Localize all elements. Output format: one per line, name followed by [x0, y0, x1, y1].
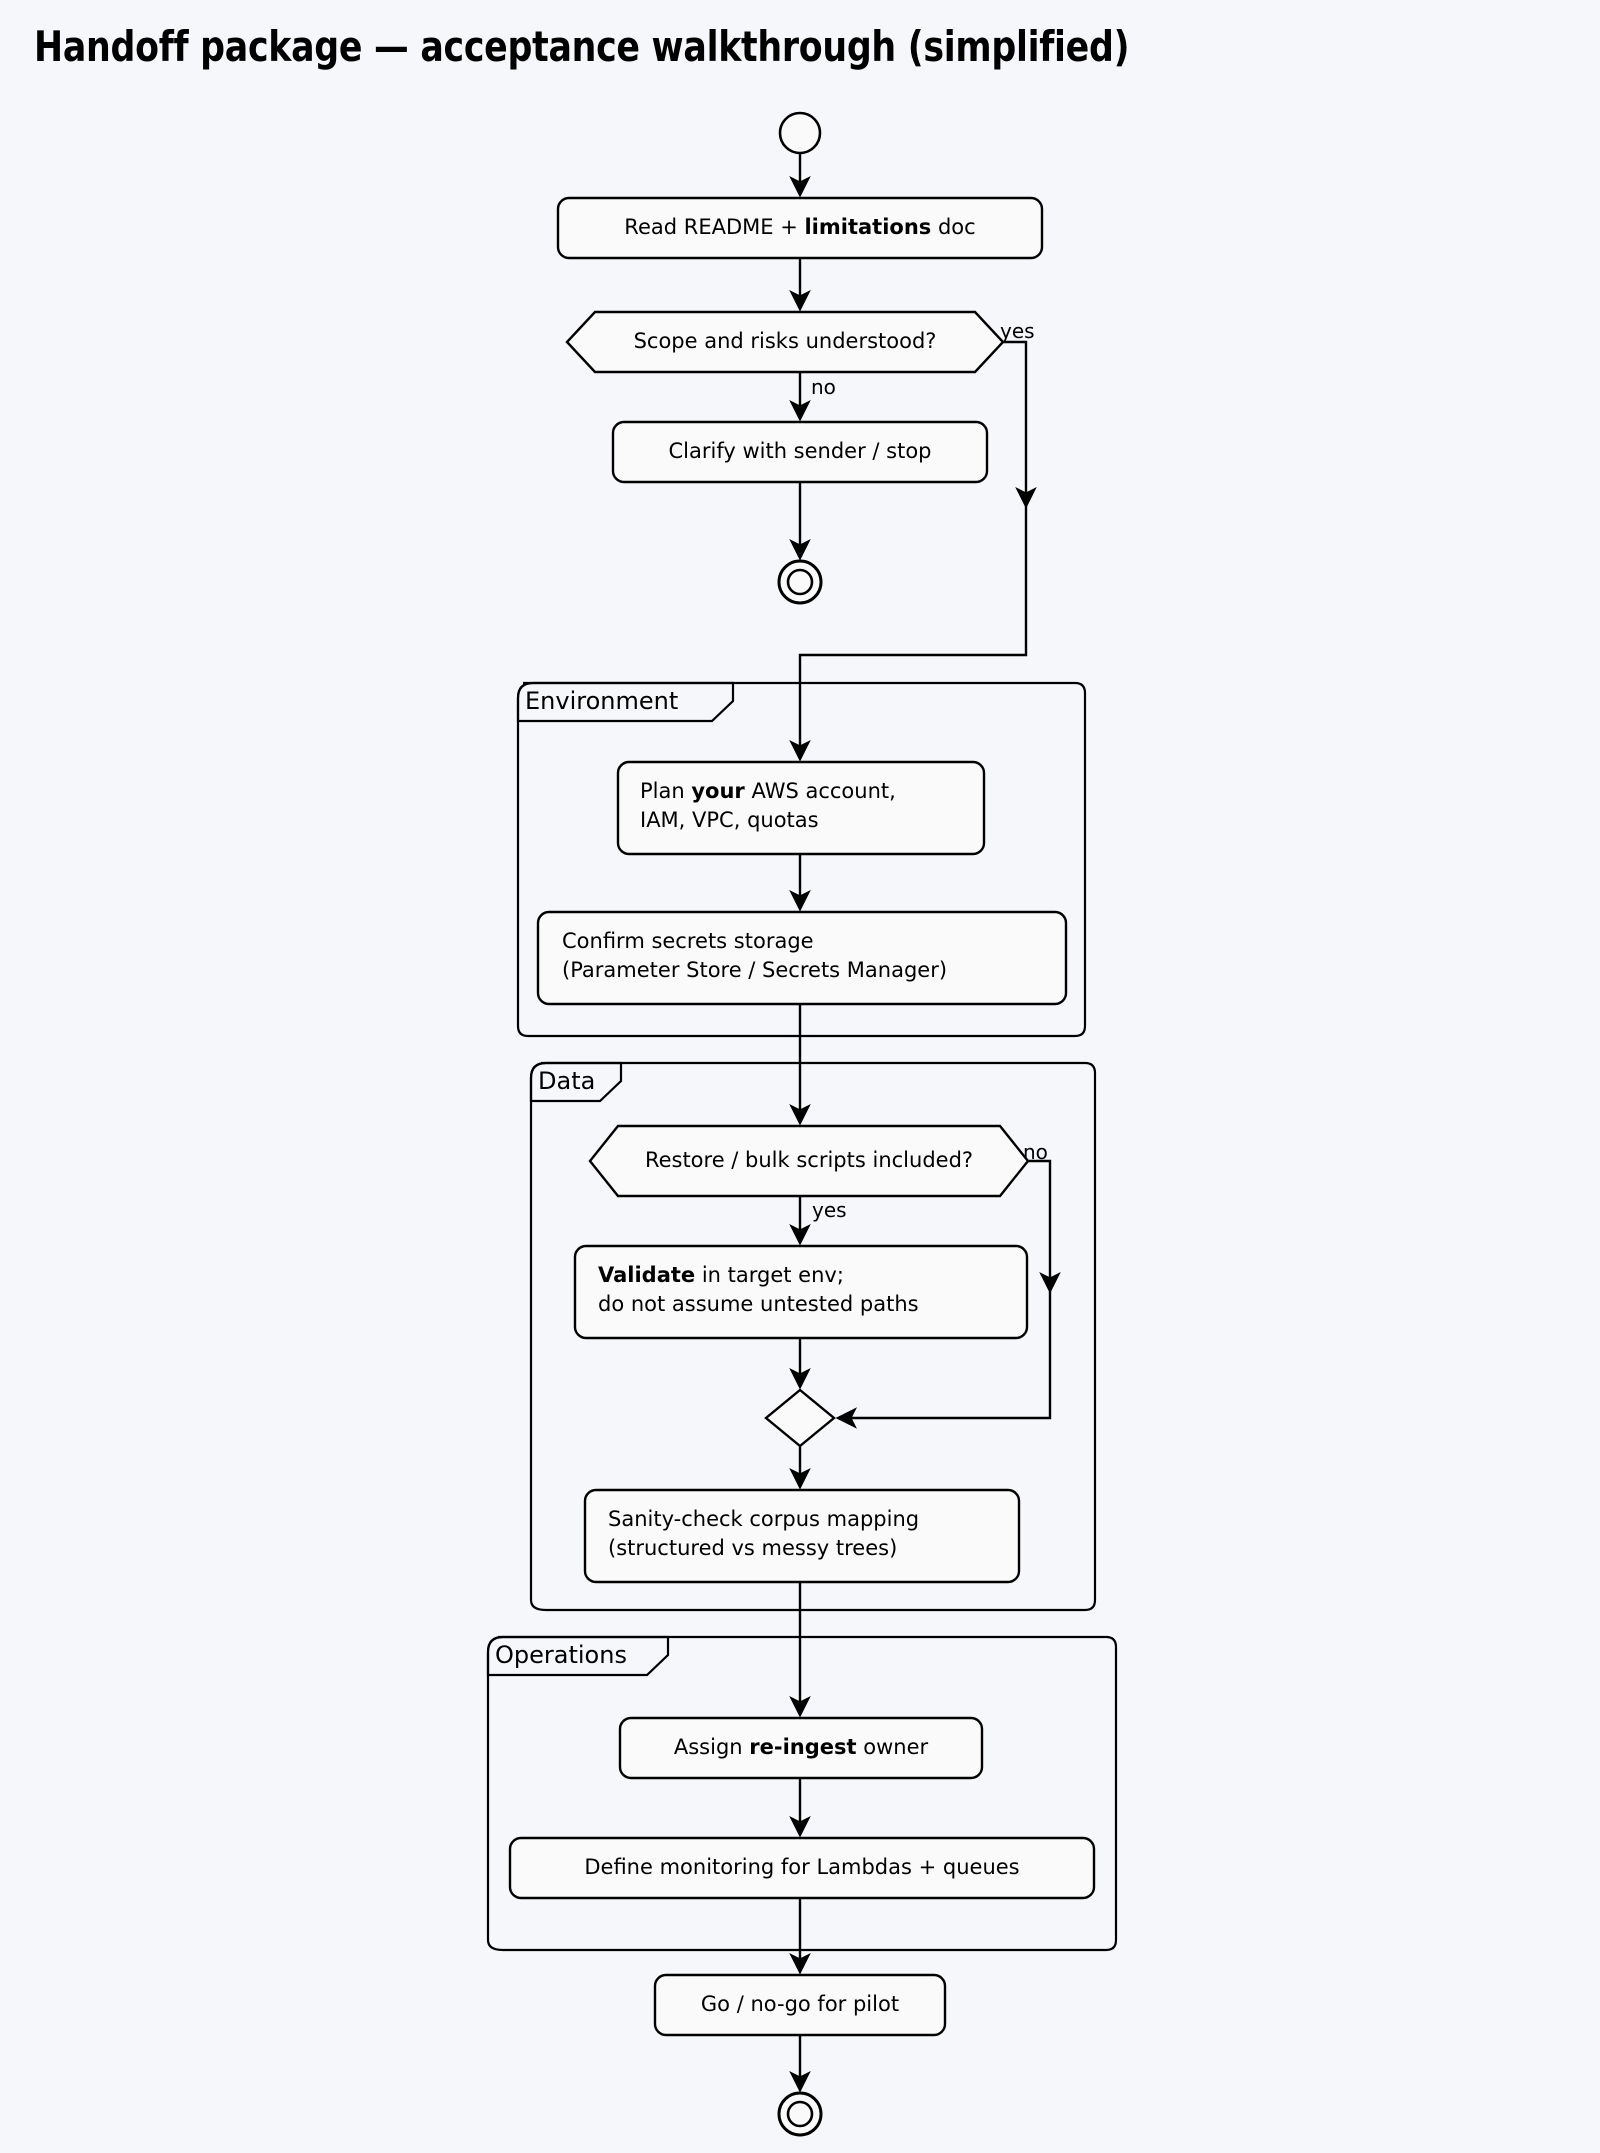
partition-operations-text: Operations [495, 1641, 627, 1669]
node-validate-target [573, 1244, 1029, 1340]
node-assign-owner [618, 1716, 984, 1780]
edge-scope-yes-text: yes [1000, 319, 1035, 343]
partition-operations [486, 1635, 1118, 1952]
partition-data [529, 1061, 1097, 1612]
edge-label-scope-yes: yes [1000, 319, 1035, 343]
edge-restore-no-text: no [1023, 1140, 1048, 1164]
node-define-monitoring [508, 1836, 1096, 1900]
partition-environment-label: Environment [525, 687, 678, 715]
edge-restore-no-route [1028, 1159, 1061, 1294]
node-sanity-check [583, 1488, 1021, 1584]
node-restore-decision [588, 1124, 1030, 1198]
start-circle [778, 111, 822, 155]
node-merge-diamond [764, 1388, 836, 1448]
edge-restore-no-route-cont [835, 1282, 1052, 1429]
edge-label-scope-no: no [811, 375, 836, 399]
node-scope-decision [565, 310, 1005, 374]
node-read-readme [556, 196, 1044, 260]
edge-label-restore-yes: yes [812, 1198, 847, 1222]
edge-restore-yes-text: yes [812, 1198, 847, 1222]
edge-scope-yes-route-cont [789, 495, 1028, 762]
partition-environment-text: Environment [525, 687, 679, 715]
partition-data-text: Data [538, 1067, 596, 1095]
node-plan-aws [616, 760, 986, 856]
node-confirm-secrets [536, 910, 1068, 1006]
node-go-no-go [653, 1973, 947, 2037]
page-title: Handoff package — acceptance walkthrough… [34, 22, 1130, 71]
node-clarify-sender [611, 420, 989, 484]
end-circle-stop [777, 559, 823, 605]
partition-environment [516, 681, 1087, 1038]
partition-operations-label: Operations [495, 1641, 627, 1669]
edge-label-restore-no: no [1023, 1140, 1048, 1164]
edge-scope-no-text: no [811, 375, 836, 399]
edge-scope-yes-route [1003, 340, 1037, 509]
end-circle-final [777, 2091, 823, 2137]
partition-data-label: Data [538, 1067, 595, 1095]
